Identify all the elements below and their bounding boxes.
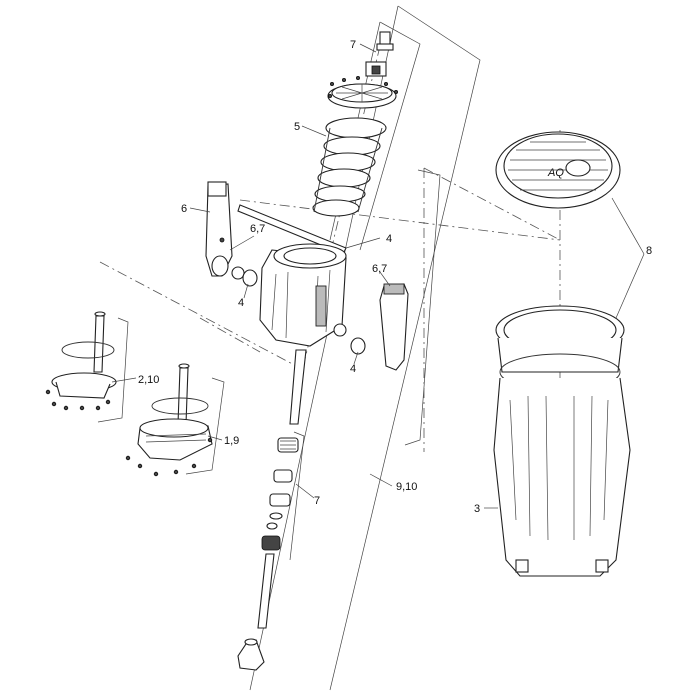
left-side-clip xyxy=(205,181,233,277)
filter-cone-stack xyxy=(312,117,387,217)
round-grate-lid: AQ xyxy=(495,131,621,209)
o-ring-right xyxy=(350,337,366,355)
callout-6-7-right: 6,7 xyxy=(372,263,387,275)
callout-2-10: 2,10 xyxy=(138,374,159,386)
callout-3: 3 xyxy=(474,503,480,515)
callout-8: 8 xyxy=(646,245,652,257)
callout-5: 5 xyxy=(294,121,300,133)
shaft-seal-lower xyxy=(261,535,281,551)
callout-4-tube: 4 xyxy=(386,233,392,245)
shaft-seal-upper xyxy=(277,437,299,453)
callout-6: 6 xyxy=(181,203,187,215)
callout-leaders xyxy=(111,43,645,509)
lid-brand-mark: AQ xyxy=(547,167,564,179)
callout-7-bottom: 7 xyxy=(314,495,320,507)
shaft-seal-middle xyxy=(266,469,293,530)
callout-labels: 7 5 6 6,7 4 4 6,7 4 2,10 1,9 7 9,10 8 3 xyxy=(138,39,652,515)
callout-6-7-left: 6,7 xyxy=(250,223,265,235)
o-ring-left xyxy=(242,269,258,287)
elbow-fitting xyxy=(237,638,265,671)
top-connector-part xyxy=(365,31,394,77)
left-motor-assembly xyxy=(45,311,117,411)
callout-1-9: 1,9 xyxy=(224,435,239,447)
callout-9-10: 9,10 xyxy=(396,481,417,493)
main-pump-housing xyxy=(231,243,347,347)
left-pump-assembly xyxy=(125,363,213,477)
filter-cap-disc xyxy=(327,76,398,109)
group-bracket-lines xyxy=(97,5,481,691)
callout-4-right: 4 xyxy=(350,363,356,375)
callout-7-top: 7 xyxy=(350,39,356,51)
outer-container xyxy=(493,305,631,577)
right-side-clip xyxy=(379,283,409,371)
callout-4-left: 4 xyxy=(238,297,244,309)
central-shaft xyxy=(289,349,307,425)
lower-pipe xyxy=(257,553,275,629)
